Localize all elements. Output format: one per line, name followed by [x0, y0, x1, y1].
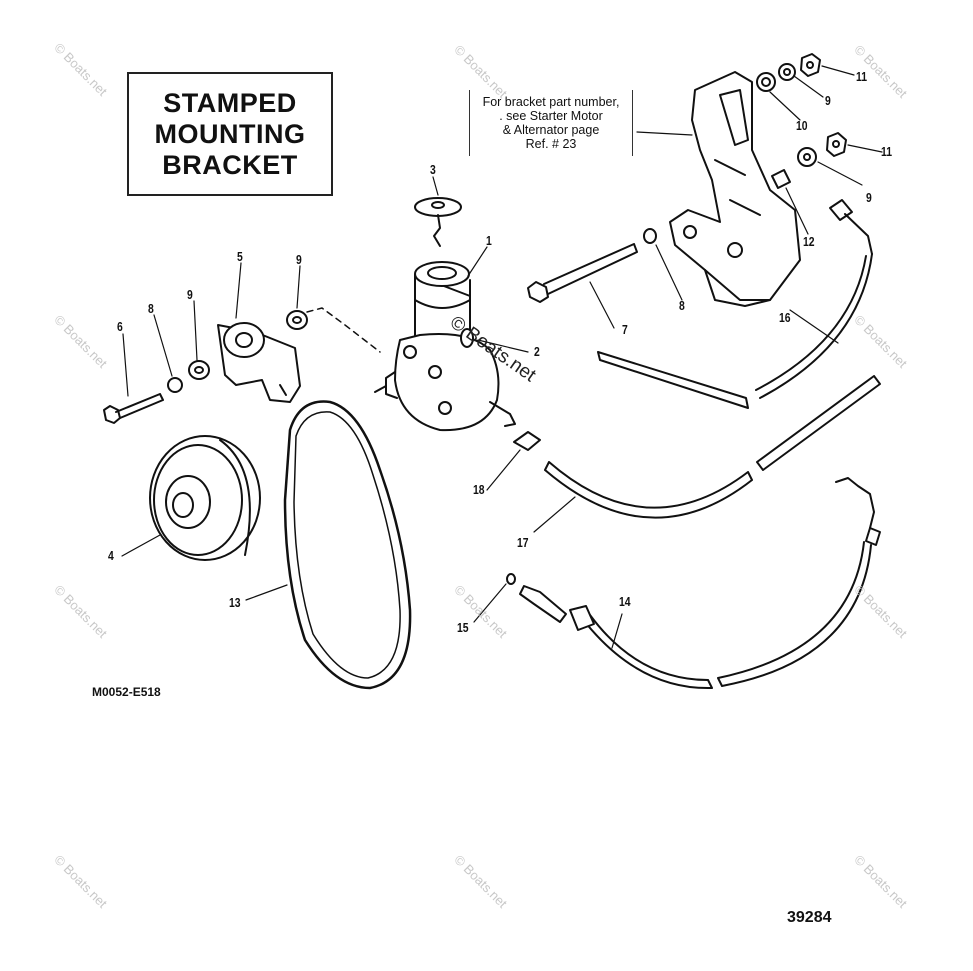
title-line-2: MOUNTING	[154, 118, 306, 149]
callout-1[interactable]: 1	[486, 233, 492, 248]
part-17-return-hose	[544, 375, 881, 519]
part-8-lock-washer-right	[643, 228, 657, 244]
part-10-spacer	[756, 72, 776, 92]
bracket-note: For bracket part number, . see Starter M…	[469, 90, 633, 156]
part-18-fitting	[513, 431, 541, 451]
part-3-dipstick-cap	[414, 197, 462, 247]
callout-8-left[interactable]: 8	[148, 301, 154, 316]
callout-11-lower[interactable]: 11	[881, 144, 892, 159]
callout-4[interactable]: 4	[108, 548, 114, 563]
callout-13[interactable]: 13	[229, 595, 241, 610]
callout-11-upper[interactable]: 11	[856, 69, 867, 84]
part-4-pulley	[149, 435, 261, 561]
part-15-o-ring	[506, 573, 516, 585]
part-9-washer-lower	[797, 147, 817, 167]
part-14-hose	[519, 477, 881, 690]
note-line-1: For bracket part number,	[482, 95, 620, 109]
callout-9-bracket[interactable]: 9	[296, 252, 302, 267]
callout-18[interactable]: 18	[473, 482, 485, 497]
callout-10[interactable]: 10	[796, 118, 808, 133]
callout-9-upper[interactable]: 9	[825, 93, 831, 108]
part-9-washer-left	[188, 360, 210, 380]
callout-15[interactable]: 15	[457, 620, 469, 635]
title-line-3: BRACKET	[162, 149, 298, 180]
part-11-nut-lower	[826, 132, 847, 157]
part-9-washer-bracket	[286, 310, 308, 330]
drawing-code: M0052-E518	[92, 685, 161, 699]
callout-7[interactable]: 7	[622, 322, 628, 337]
callout-8-right[interactable]: 8	[679, 298, 685, 313]
assembly-line	[306, 307, 381, 353]
part-6-bolt	[103, 393, 164, 424]
part-13-drive-belt	[283, 400, 412, 690]
part-9-washer-upper	[778, 63, 796, 81]
leader-lines	[121, 65, 883, 649]
part-5-pump-bracket	[217, 322, 301, 403]
note-line-4: Ref. # 23	[525, 137, 577, 151]
part-7-long-bolt	[527, 243, 638, 303]
part-16-hose	[597, 199, 873, 409]
note-line-3: & Alternator page	[502, 123, 600, 137]
callout-16[interactable]: 16	[779, 310, 791, 325]
callout-5[interactable]: 5	[237, 249, 243, 264]
part-12-spacer	[771, 169, 791, 189]
note-line-2: . see Starter Motor	[499, 109, 603, 123]
callout-6[interactable]: 6	[117, 319, 123, 334]
callout-9-left[interactable]: 9	[187, 287, 193, 302]
callout-12[interactable]: 12	[803, 234, 815, 249]
stamped-mounting-bracket-drawing	[669, 71, 801, 307]
title-box: STAMPED MOUNTING BRACKET	[127, 72, 333, 196]
part-8-lock-washer-left	[167, 377, 183, 393]
title-line-1: STAMPED	[163, 87, 297, 118]
diagram-number: 39284	[787, 909, 832, 926]
callout-17[interactable]: 17	[517, 535, 529, 550]
callout-2[interactable]: 2	[534, 344, 540, 359]
callout-14[interactable]: 14	[619, 594, 631, 609]
part-11-nut-upper	[800, 53, 821, 77]
part-2-fitting	[460, 328, 474, 348]
part-1-power-steering-pump	[374, 261, 516, 432]
callout-3[interactable]: 3	[430, 162, 436, 177]
callout-9-lower[interactable]: 9	[866, 190, 872, 205]
